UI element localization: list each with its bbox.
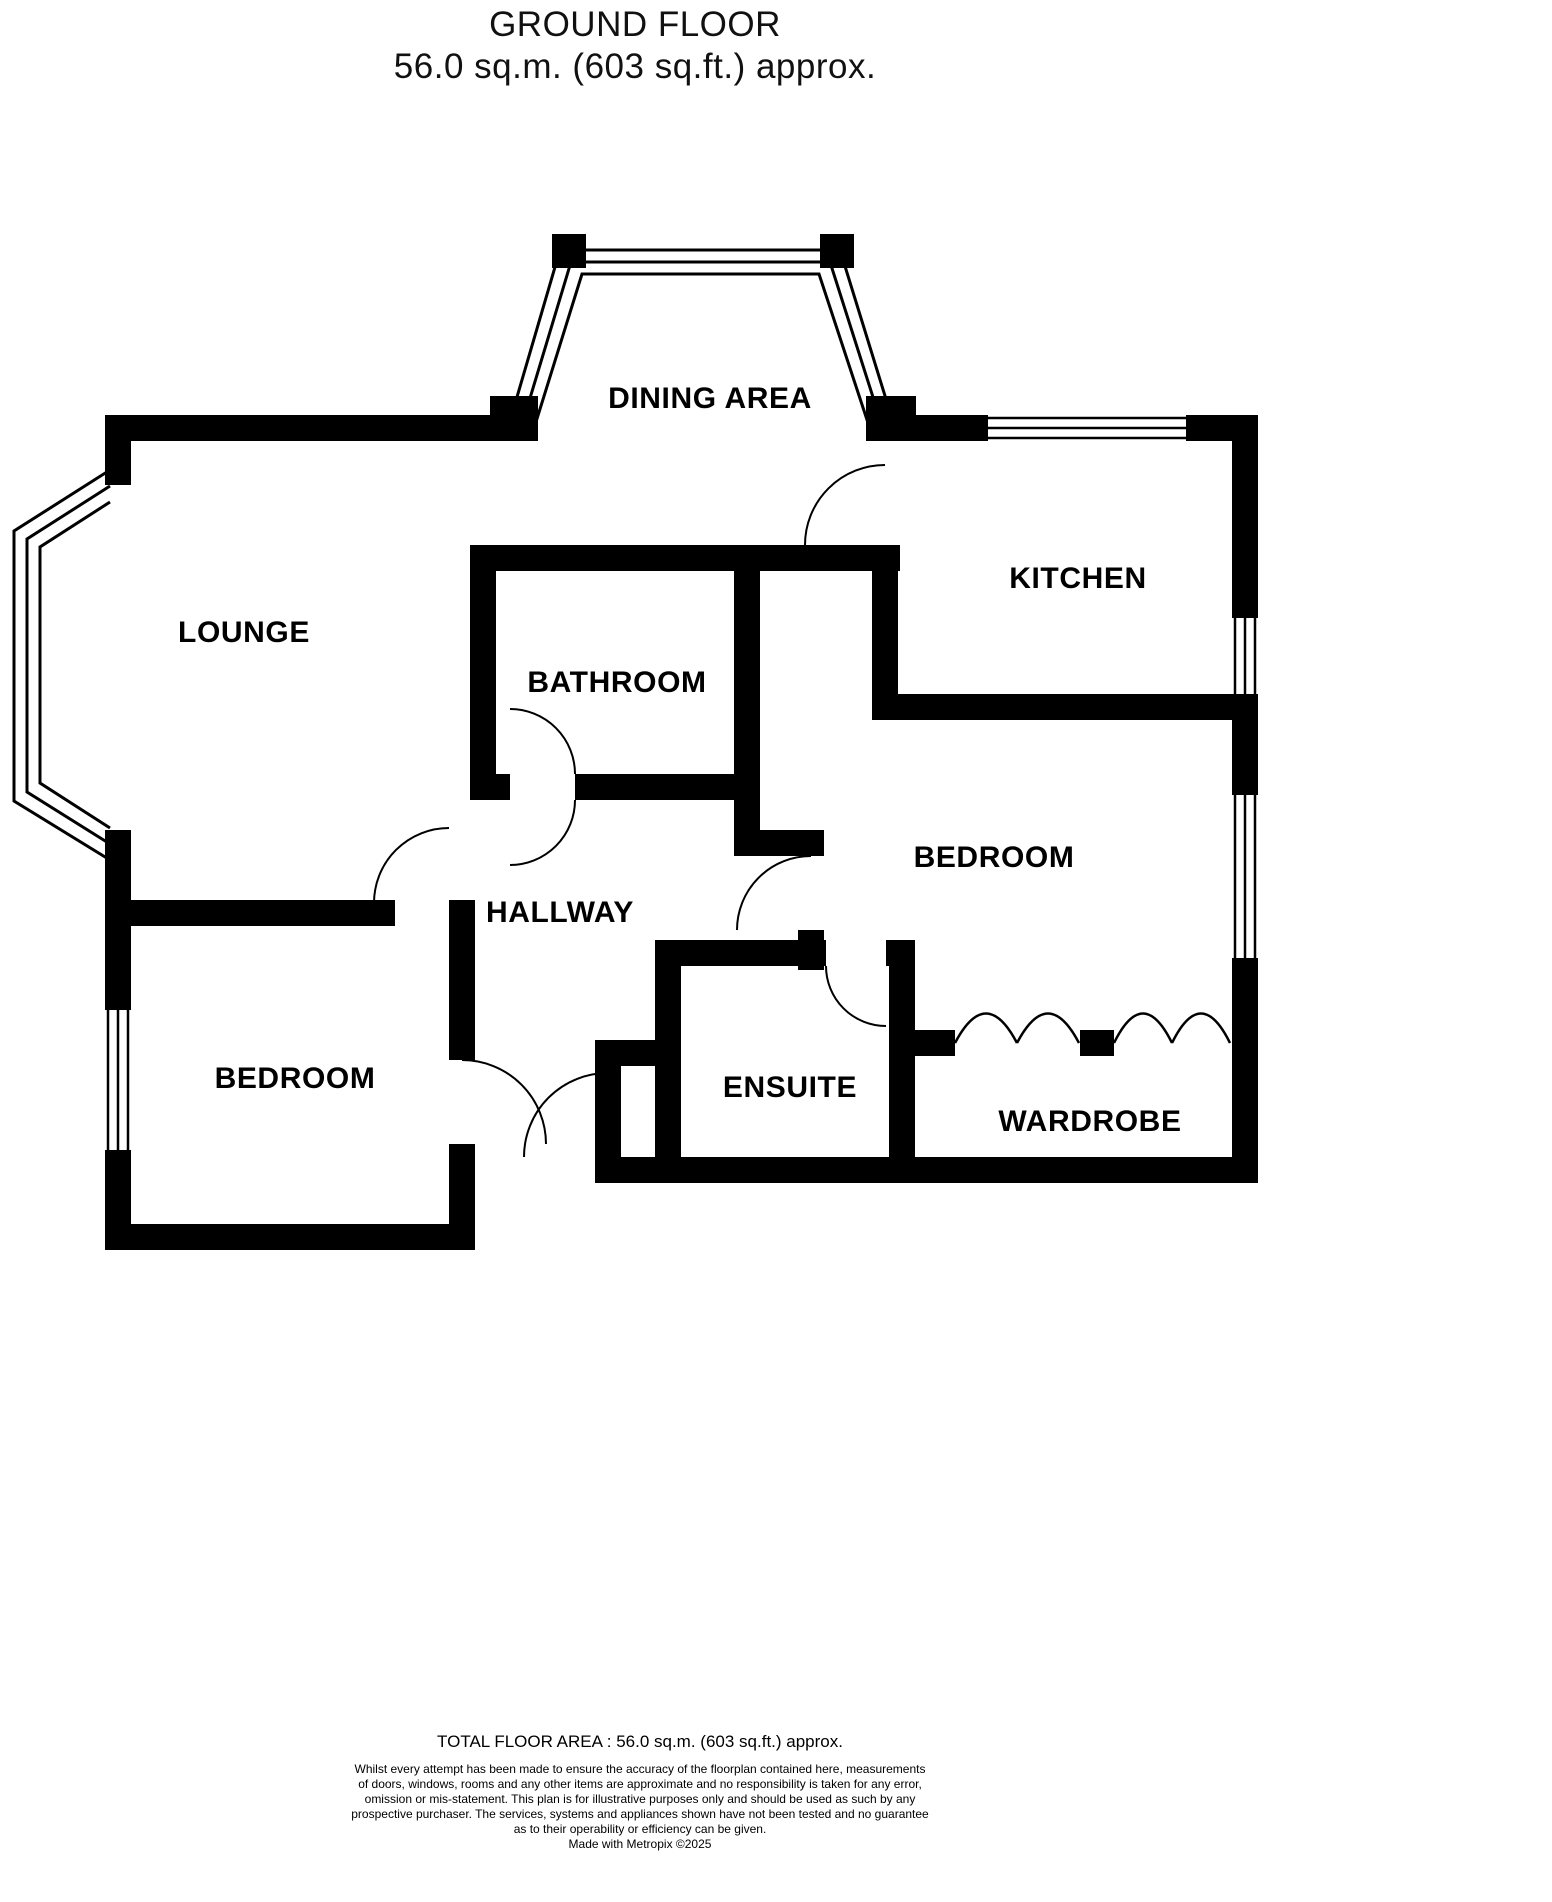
wall-segment (105, 415, 523, 441)
room-label-kitchen: KITCHEN (1009, 562, 1147, 595)
title-block: GROUND FLOOR 56.0 sq.m. (603 sq.ft.) app… (0, 4, 1270, 88)
window-line (503, 248, 900, 439)
wall-segment (595, 1040, 621, 1183)
credit-line: Made with Metropix ©2025 (568, 1837, 712, 1851)
room-label-lounge: LOUNGE (178, 616, 310, 649)
wardrobe-door-curve (1170, 1012, 1232, 1044)
door-arc-entrance (523, 1072, 609, 1158)
wall-segment (820, 234, 854, 268)
room-label-bathroom: BATHROOM (527, 666, 706, 699)
window-line (516, 260, 888, 439)
window-line (529, 272, 875, 439)
wall-segment (1232, 1030, 1258, 1056)
wall-segment (552, 234, 586, 268)
wall-segment (449, 1144, 475, 1250)
wardrobe-door-curve (953, 1012, 1019, 1044)
wardrobe-door-curve (1112, 1012, 1174, 1044)
wall-segment (449, 900, 475, 1060)
page-subtitle: 56.0 sq.m. (603 sq.ft.) approx. (393, 47, 877, 86)
window-line (25, 484, 111, 846)
wall-segment (105, 900, 395, 926)
room-label-ensuite: ENSUITE (723, 1071, 857, 1104)
wall-segment (866, 396, 916, 441)
wardrobe-door-curve (1015, 1012, 1081, 1044)
room-label-dining-area: DINING AREA (608, 382, 812, 415)
disclaimer-line: as to their operability or efficiency ca… (513, 1822, 767, 1836)
page-title: GROUND FLOOR (489, 5, 781, 44)
door-arc-bathroom-inner (509, 708, 576, 775)
wall-segment (595, 1157, 1258, 1183)
door-arc-ensuite (825, 965, 887, 1027)
window-kitchen-top (988, 416, 1186, 440)
door-arc-lounge (373, 827, 450, 904)
door-arc-bedroom-right (736, 855, 812, 931)
door-arcs (373, 464, 887, 1158)
wall-segment (734, 545, 760, 800)
wardrobe-door-curves (953, 1012, 1232, 1044)
wall-segment (105, 1224, 475, 1250)
total-floor-area: TOTAL FLOOR AREA : 56.0 sq.m. (603 sq.ft… (437, 1732, 843, 1751)
wall-segment (1080, 1030, 1114, 1056)
wall-segment (760, 545, 900, 571)
wall-segment (915, 1030, 955, 1056)
wall-segment (872, 694, 1258, 720)
wall-segment (1232, 415, 1258, 618)
room-labels: DINING AREA KITCHEN LOUNGE BATHROOM BEDR… (178, 382, 1181, 1138)
wall-segment (470, 545, 760, 571)
window-line (12, 468, 111, 862)
room-label-bedroom-right: BEDROOM (914, 841, 1075, 874)
wall-segment (470, 774, 510, 800)
wall-segment (889, 940, 915, 1183)
bay-window-lounge (12, 468, 111, 862)
disclaimer-line: of doors, windows, rooms and any other i… (358, 1777, 922, 1791)
wall-segment (575, 774, 760, 800)
wall-segment (903, 415, 988, 441)
disclaimer-line: omission or mis-statement. This plan is … (364, 1792, 916, 1806)
window-line (38, 500, 111, 830)
window-bedroom-right (1233, 795, 1257, 958)
footer-block: TOTAL FLOOR AREA : 56.0 sq.m. (603 sq.ft… (0, 1732, 1280, 1852)
wall-segment (655, 940, 826, 966)
disclaimer-line: prospective purchaser. The services, sys… (351, 1807, 929, 1821)
room-label-bedroom-left: BEDROOM (215, 1062, 376, 1095)
door-arc-kitchen (804, 464, 886, 546)
wall-segment (734, 830, 824, 856)
bay-window-dining (503, 248, 900, 439)
door-arc-bathroom-hallway (509, 799, 576, 866)
room-label-wardrobe: WARDROBE (998, 1105, 1181, 1138)
disclaimer-line: Whilst every attempt has been made to en… (354, 1762, 926, 1776)
walls (105, 234, 1258, 1250)
wall-segment (490, 396, 538, 441)
room-label-hallway: HALLWAY (486, 896, 634, 929)
window-kitchen-right (1233, 618, 1257, 700)
wall-segment (470, 545, 496, 800)
window-bedroom-left (106, 1010, 130, 1150)
wall-segment (105, 415, 131, 485)
door-arc-bedroom-left (461, 1059, 547, 1145)
wall-segment (1232, 958, 1258, 1183)
